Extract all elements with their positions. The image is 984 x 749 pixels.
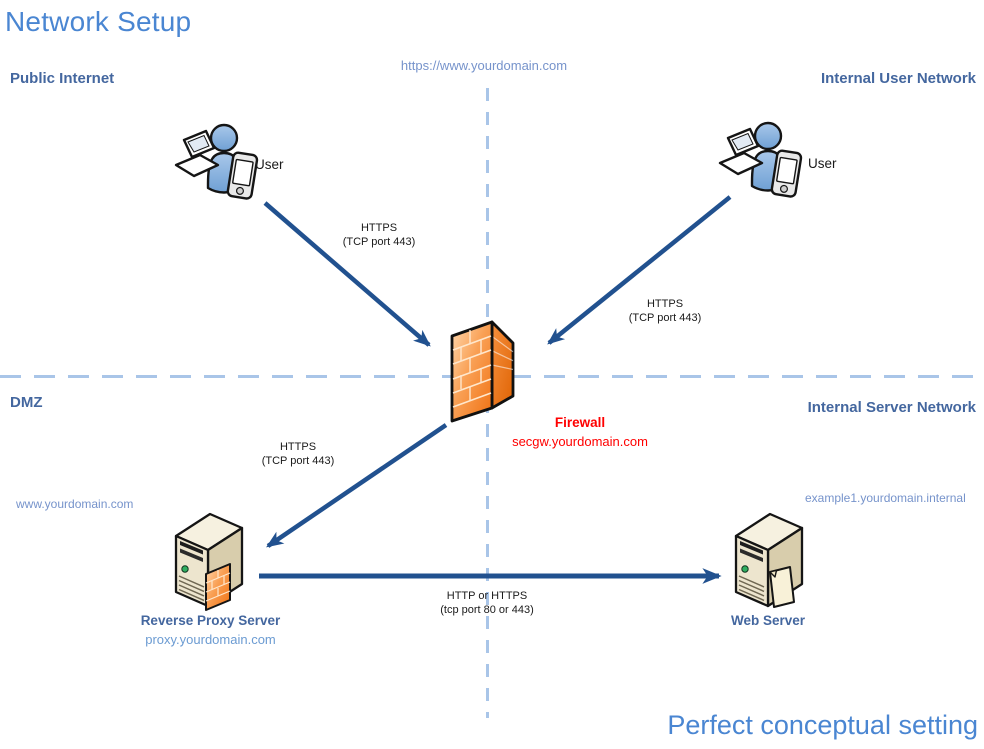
port-text: (TCP port 443) <box>261 455 335 468</box>
connection-label: HTTP or HTTPS (tcp port 80 or 443) <box>412 589 562 618</box>
reverse-proxy-name: Reverse Proxy Server <box>140 613 281 628</box>
user-icon <box>718 121 803 199</box>
port-text: (tcp port 80 or 443) <box>440 604 534 617</box>
reverse-proxy-caption: Reverse Proxy Server proxy.yourdomain.co… <box>118 611 303 649</box>
protocol-text: HTTPS <box>646 298 684 310</box>
web-server-caption: Web Server <box>698 611 838 631</box>
zone-label-internal-server-network: Internal Server Network <box>807 399 976 416</box>
port-text: (TCP port 443) <box>628 312 702 325</box>
zone-label-public-internet: Public Internet <box>10 70 115 87</box>
firewall-caption: Firewall secgw.yourdomain.com <box>495 413 665 451</box>
firewall-hostname: secgw.yourdomain.com <box>512 433 648 449</box>
reverse-proxy-hostname: proxy.yourdomain.com <box>145 631 276 647</box>
connection-label: HTTPS (TCP port 443) <box>233 440 363 469</box>
top-url-label: https://www.yourdomain.com <box>400 58 568 73</box>
public-user-label: User <box>255 157 284 172</box>
connection-label: HTTPS (TCP port 443) <box>314 221 444 250</box>
reverse-proxy-public-url: www.yourdomain.com <box>16 497 134 511</box>
internal-user-label: User <box>808 156 837 171</box>
arrow-public-user-to-firewall <box>263 201 431 347</box>
zone-label-dmz: DMZ <box>10 394 43 411</box>
web-server-icon <box>736 514 802 607</box>
web-server-name: Web Server <box>730 613 806 628</box>
zone-label-internal-user-network: Internal User Network <box>820 70 976 87</box>
web-server-hostname: example1.yourdomain.internal <box>805 491 966 505</box>
reverse-proxy-server-icon <box>176 514 242 610</box>
arrow-internal-user-to-firewall <box>547 195 732 345</box>
protocol-text: HTTPS <box>360 222 398 234</box>
user-icon <box>174 123 259 201</box>
arrow-firewall-to-reverse-proxy <box>266 423 448 548</box>
port-text: (TCP port 443) <box>342 236 416 249</box>
diagram-title: Network Setup <box>5 6 192 37</box>
diagram-tagline: Perfect conceptual setting <box>667 710 978 740</box>
connection-label: HTTPS (TCP port 443) <box>600 297 730 326</box>
protocol-text: HTTPS <box>279 441 317 453</box>
protocol-text: HTTP or HTTPS <box>446 590 528 602</box>
firewall-icon <box>450 320 515 423</box>
firewall-name: Firewall <box>554 415 606 430</box>
